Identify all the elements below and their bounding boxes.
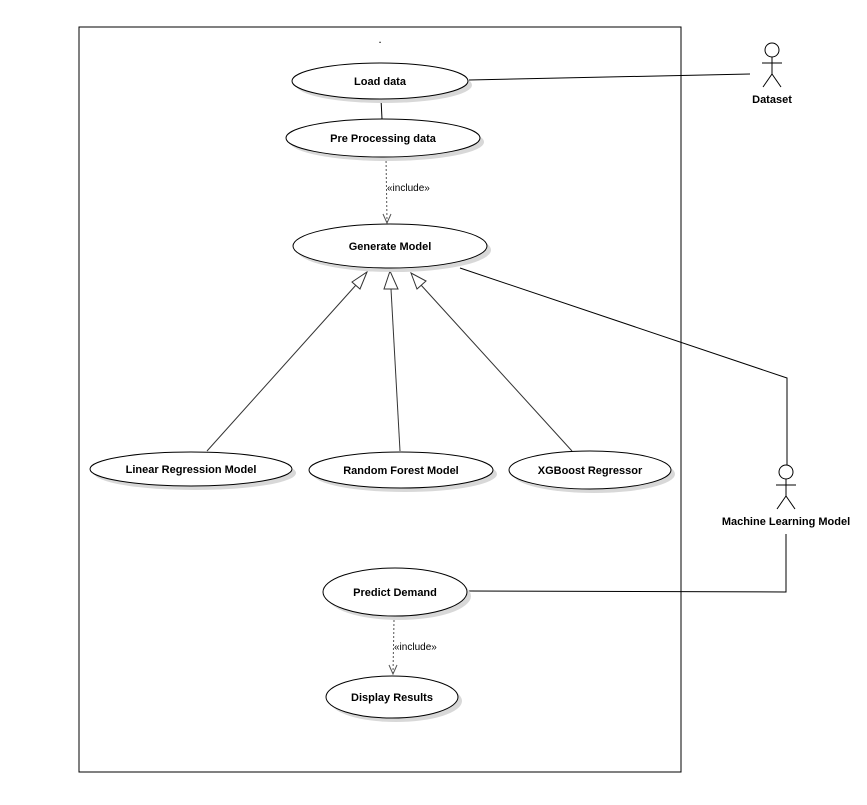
include-arrowhead-1: [382, 213, 392, 225]
system-boundary-mark: .: [378, 32, 381, 46]
actor-head-icon: [764, 42, 780, 58]
actor-dataset[interactable]: Dataset: [752, 42, 792, 106]
use-case-load-data[interactable]: Load data: [291, 62, 472, 103]
association-ml-model-predict-demand: [467, 534, 787, 593]
use-case-linear-regression-model[interactable]: Linear Regression Model: [89, 451, 296, 490]
actor-machine-learning-model[interactable]: Machine Learning Model: [722, 464, 850, 528]
include-edge-predict-display: [392, 619, 395, 674]
use-case-xgboost-regressor[interactable]: XGBoost Regressor: [508, 450, 675, 493]
generalization-head-random-forest: [383, 269, 399, 290]
generalization-random-forest: [390, 288, 401, 452]
use-case-label: Random Forest Model: [343, 465, 459, 477]
generalization-linear-regression: [206, 284, 357, 452]
association-dataset-load-data: [468, 73, 751, 81]
generalization-head-xgboost: [410, 271, 427, 290]
use-case-label: Load data: [354, 76, 407, 88]
association-ml-model-generate-model: [459, 267, 788, 465]
use-case-generate-model[interactable]: Generate Model: [292, 223, 491, 272]
include-label-1: «include»: [387, 183, 430, 194]
use-case-pre-processing-data[interactable]: Pre Processing data: [285, 118, 484, 161]
use-case-display-results[interactable]: Display Results: [325, 675, 462, 722]
use-case-label: Linear Regression Model: [126, 464, 257, 476]
use-case-label: Display Results: [351, 692, 433, 704]
use-case-label: Pre Processing data: [330, 133, 437, 145]
use-case-label: XGBoost Regressor: [538, 465, 643, 477]
generalization-xgboost: [420, 284, 573, 452]
include-arrowhead-2: [388, 664, 398, 676]
include-edge-preprocess-generate: [385, 156, 388, 223]
use-case-label: Predict Demand: [353, 587, 437, 599]
actor-label: Dataset: [752, 94, 792, 106]
use-case-random-forest-model[interactable]: Random Forest Model: [308, 451, 497, 492]
actor-label: Machine Learning Model: [722, 516, 850, 528]
include-label-2: «include»: [394, 642, 437, 653]
use-case-label: Generate Model: [349, 241, 432, 253]
generalization-head-linear: [351, 270, 369, 290]
actor-head-icon: [778, 464, 794, 480]
use-case-predict-demand[interactable]: Predict Demand: [322, 567, 471, 620]
